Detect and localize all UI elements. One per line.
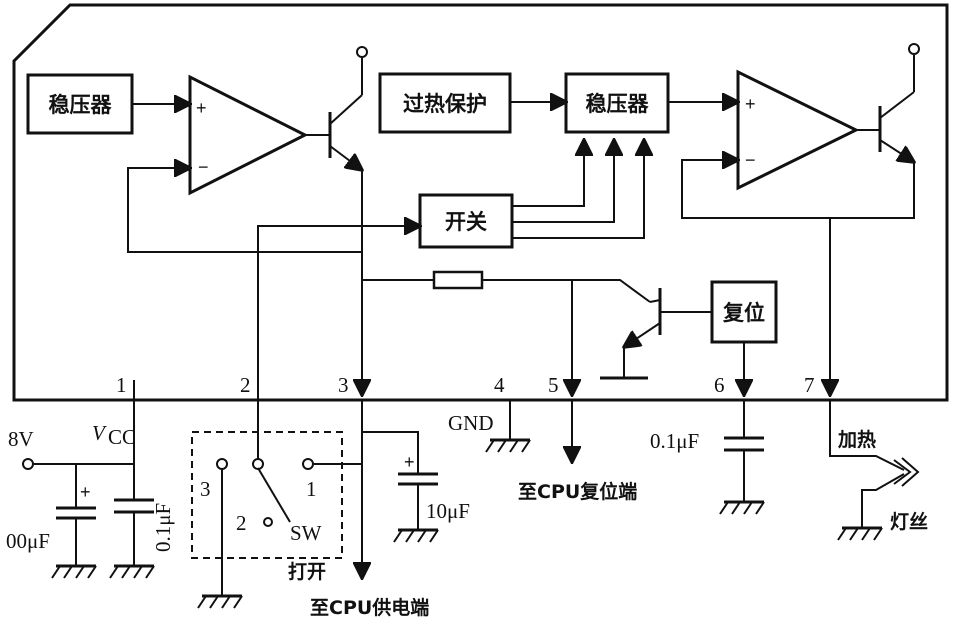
switch-sw-box — [191, 431, 343, 559]
sw-pos1-label: 1 — [306, 477, 317, 501]
sw-lever — [257, 467, 291, 523]
wire-switch-out-2 — [512, 140, 614, 223]
opamp-left-plus: + — [196, 98, 207, 118]
terminal-left-top — [356, 46, 368, 58]
pin-7: 7 — [804, 373, 815, 397]
heater-label: 加热 — [837, 428, 876, 451]
regulator-right-label: 稳压器 — [586, 92, 650, 116]
transistor-reset-collector — [649, 299, 661, 303]
wire-pin2-to-switch — [257, 226, 420, 392]
pin-3: 3 — [338, 373, 349, 397]
vcc-label: V — [92, 421, 107, 445]
opamp-right-minus: − — [745, 150, 756, 170]
wire-filament-return — [861, 473, 905, 528]
sw-contact-1 — [302, 458, 314, 470]
cap1-plus: + — [80, 482, 91, 502]
regulator-left-label: 稳压器 — [49, 93, 113, 117]
gnd-label: GND — [448, 411, 494, 435]
opamp-right-plus: + — [745, 94, 756, 114]
transistor-left-collector — [329, 94, 363, 125]
ground-symbol-2 — [109, 564, 155, 579]
sw-contact-common — [252, 458, 264, 470]
ground-symbol-7 — [837, 526, 883, 541]
cap-pin6-label: 0.1μF — [650, 429, 699, 453]
pin-6: 6 — [714, 373, 725, 397]
wire-pin7-external — [829, 400, 905, 471]
to-cpu-reset-label: 至CPU复位端 — [518, 480, 637, 503]
resistor — [432, 270, 484, 290]
wire-feedback-left — [127, 168, 362, 253]
vcc-sub-label: CC — [108, 425, 136, 449]
wire-feedback-right — [681, 160, 915, 219]
ground-symbol-3 — [197, 594, 243, 609]
open-label: 打开 — [288, 560, 326, 583]
pin-4: 4 — [494, 373, 505, 397]
opamp-right — [736, 69, 860, 191]
transistor-right-emitter — [879, 139, 914, 162]
transistor-reset-emitter — [624, 322, 661, 347]
reset-block-label: 复位 — [722, 301, 765, 325]
pin-5: 5 — [548, 373, 559, 397]
pin-1: 1 — [116, 373, 127, 397]
wire-pin3-to-cap10 — [362, 431, 419, 474]
cap10-plus: + — [404, 452, 415, 472]
filament-symbol — [893, 457, 920, 487]
supply-voltage-label: 8V — [8, 427, 34, 451]
ground-symbol-4 — [393, 528, 439, 543]
terminal-8v — [22, 458, 34, 470]
to-cpu-supply-label: 至CPU供电端 — [310, 596, 429, 619]
pin-2: 2 — [240, 373, 251, 397]
ground-symbol-1 — [51, 564, 97, 579]
overheat-protection-label: 过热保护 — [403, 92, 487, 116]
transistor-left-emitter — [329, 145, 362, 170]
cap-mid-label: 0.1μF — [151, 503, 175, 552]
filament-label: 灯丝 — [890, 510, 928, 533]
sw-label: SW — [290, 521, 322, 545]
opamp-left-minus: − — [198, 157, 209, 177]
sw-contact-2 — [263, 517, 273, 527]
ground-symbol-6 — [719, 500, 765, 515]
sw-pos3-label: 3 — [200, 477, 211, 501]
ic-outline — [12, 3, 949, 402]
switch-block-label: 开关 — [445, 210, 487, 234]
transistor-right-collector — [879, 91, 915, 119]
wire-switch-out-3 — [512, 140, 644, 239]
wire-switch-out-1 — [512, 140, 584, 207]
cap-left-label: 00μF — [6, 529, 50, 553]
sw-contact-3 — [216, 458, 228, 470]
opamp-left — [188, 74, 309, 196]
terminal-right-top — [908, 43, 920, 55]
cap-10-label: 10μF — [426, 499, 470, 523]
sw-pos2-label: 2 — [236, 511, 247, 535]
wire-resistor-right — [482, 279, 651, 303]
ground-symbol-5 — [485, 438, 531, 453]
